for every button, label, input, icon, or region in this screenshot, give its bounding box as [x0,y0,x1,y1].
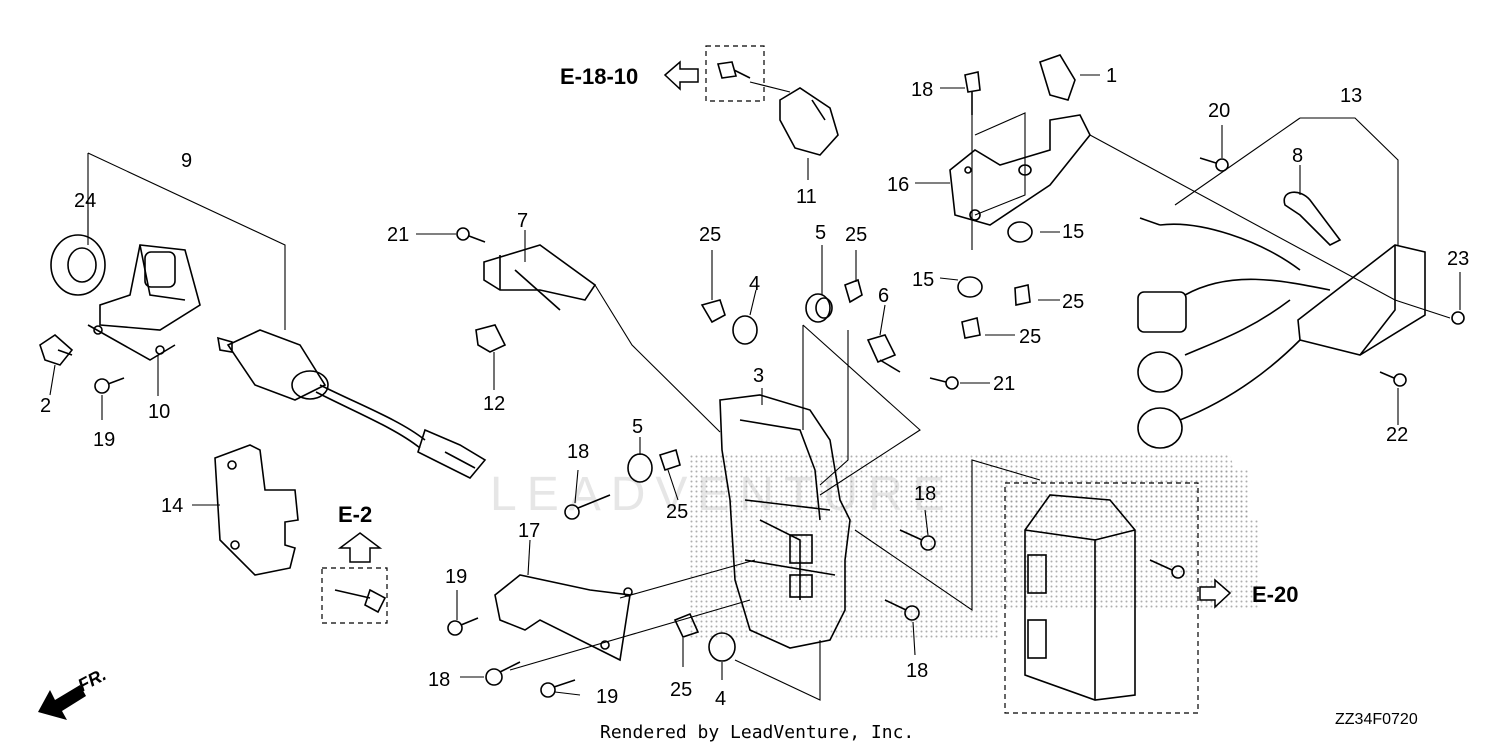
e-20-module[interactable] [1004,482,1199,714]
part-9-solenoid[interactable] [217,329,487,479]
ref-e-18-10[interactable]: E-18-10 [560,64,638,89]
callout-18-mid-left: 18 [567,441,589,463]
part-23-nut[interactable] [1451,311,1465,325]
callout-25-bottom: 25 [670,679,692,701]
callout-20: 20 [1208,100,1230,122]
callout-25-top-left: 25 [699,224,721,246]
part-24-seal[interactable] [50,234,106,296]
diagram-code: ZZ34F0720 [1335,711,1418,728]
e-18-10-bolt-box[interactable] [705,45,765,102]
callout-8: 8 [1292,145,1303,167]
part-18-bolt-17[interactable] [485,661,521,686]
ref-e-20[interactable]: E-20 [1252,582,1298,607]
part-18-bolt-right-upper[interactable] [899,529,936,551]
part-11-bracket[interactable] [779,87,839,156]
callout-13: 13 [1340,85,1362,107]
callout-18-bottom-left: 18 [428,669,450,691]
e-2-arrow [337,532,383,563]
part-2-clip[interactable] [39,333,74,366]
callout-19-mid: 19 [445,566,467,588]
callout-19-left: 19 [93,429,115,451]
part-25-collar-right-upper[interactable] [1014,284,1031,306]
callout-5-top: 5 [815,222,826,244]
callout-17: 17 [518,520,540,542]
part-20-bolt[interactable] [1199,157,1229,172]
part-10-bracket[interactable] [87,244,201,361]
footer-credit: Rendered by LeadVenture, Inc. [600,722,914,743]
part-18-bolt-right-lower[interactable] [884,599,920,621]
callout-14: 14 [161,495,183,517]
part-25-collar-bottom[interactable] [673,612,700,638]
callout-7: 7 [517,210,528,232]
part-7-bracket[interactable] [483,244,597,311]
part-1-clip[interactable] [1039,54,1076,101]
callout-25-right-lower: 25 [1019,326,1041,348]
halftone-shading [690,455,1260,640]
callout-23: 23 [1447,248,1469,270]
callout-labels: 1 2 3 4 4 5 5 6 7 8 9 10 11 12 13 14 15 … [40,65,1469,710]
part-21-bolt-top[interactable] [456,227,486,243]
callout-3: 3 [753,365,764,387]
callout-25-top-right: 25 [845,224,867,246]
callout-21-top: 21 [387,224,409,246]
part-15-grommet-lower[interactable] [957,276,983,298]
part-25-collar-right-lower[interactable] [961,317,981,339]
callout-5-mid: 5 [632,416,643,438]
part-18-bolt-top[interactable] [964,71,981,115]
part-22-bolt[interactable] [1379,371,1407,387]
callout-4-top: 4 [749,273,760,295]
callout-9: 9 [181,150,192,172]
callout-22: 22 [1386,424,1408,446]
callout-11: 11 [796,186,817,208]
callout-24: 24 [74,190,96,212]
part-4-grommet-top[interactable] [732,315,758,345]
part-19-bolt-17-left[interactable] [447,617,479,636]
part-18-bolt-left[interactable] [564,494,611,520]
callout-15-right: 15 [1062,221,1084,243]
callout-1: 1 [1106,65,1117,87]
part-3-frame[interactable] [719,394,851,649]
part-19-bolt-17-bottom[interactable] [540,679,576,698]
callout-10: 10 [148,401,170,423]
part-15-grommet-upper[interactable] [1007,221,1033,243]
callout-15-left: 15 [912,269,934,291]
callout-18-right-lower: 18 [906,660,928,682]
callout-25-right-upper: 25 [1062,291,1084,313]
callout-18-right-upper: 18 [914,483,936,505]
part-14-plate[interactable] [214,444,299,576]
part-16-bracket[interactable] [949,114,1091,226]
part-12-connector[interactable] [475,324,507,353]
callout-21-right: 21 [993,373,1015,395]
part-5-grommet-top[interactable] [805,293,833,323]
part-8-clamp[interactable] [1283,191,1342,246]
callout-6: 6 [878,285,889,307]
e-18-10-arrow [663,60,699,91]
leader-lines [49,74,1461,701]
callout-4-bottom: 4 [715,688,726,710]
callout-12: 12 [483,393,505,415]
callout-18-top: 18 [911,79,933,101]
callout-19-bottom: 19 [596,686,618,708]
part-21-bolt-right[interactable] [929,376,959,390]
part-19-bolt-e2[interactable] [321,567,388,624]
front-direction-arrow [38,685,86,720]
part-4-grommet-bottom[interactable] [708,632,736,662]
callout-16: 16 [887,174,909,196]
part-6-clip[interactable] [866,334,901,373]
e-20-arrow [1199,578,1232,609]
part-17-bracket[interactable] [494,574,633,662]
ref-e-2[interactable]: E-2 [338,502,372,527]
callout-25-mid: 25 [666,501,688,523]
callout-2: 2 [40,395,51,417]
part-25-collar-top-left[interactable] [700,299,726,324]
part-19-bolt-left[interactable] [94,377,125,394]
part-25-collar-top-right[interactable] [844,278,863,304]
part-13-harness[interactable] [1137,217,1426,449]
